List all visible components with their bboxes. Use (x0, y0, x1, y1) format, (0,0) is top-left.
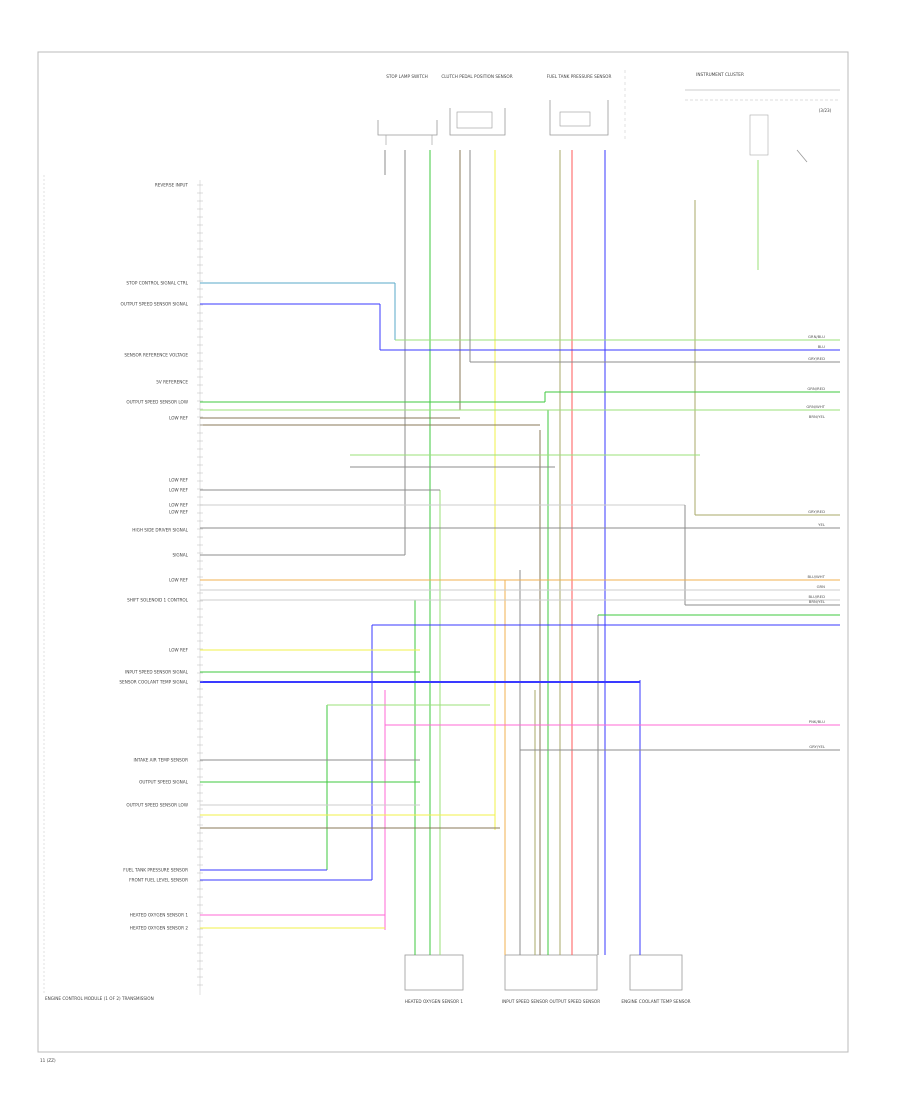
right-wire-label: BLU (818, 344, 826, 349)
ecm-pin-label: OUTPUT SPEED SENSOR SIGNAL (120, 302, 188, 307)
ecm-pin-label: OUTPUT SPEED SIGNAL (139, 780, 189, 785)
right-wire-label: GRN/RED (807, 386, 825, 391)
right-wire-label: GRN (817, 584, 826, 589)
right-wire-label: BRN/YEL (809, 414, 826, 419)
ecm-pin-label: LOW REF (169, 488, 189, 493)
footer-code: 11 (ZZ) (40, 1058, 56, 1063)
ecm-pin-label: LOW REF (169, 503, 189, 508)
bottom-label-oxygen: HEATED OXYGEN SENSOR 1 (405, 999, 464, 1004)
right-wire-label: YEL (818, 522, 826, 527)
ecm-pin-label: INTAKE AIR TEMP SENSOR (133, 758, 188, 763)
ecm-pin-label: LOW REF (169, 510, 189, 515)
right-wire-label: BRN/YEL (809, 599, 826, 604)
ecm-pin-label: SIGNAL (173, 553, 189, 558)
ecm-pin-label: LOW REF (169, 478, 189, 483)
top-component-stop-lamp (377, 120, 438, 145)
top-label-fuel-tank: FUEL TANK PRESSURE SENSOR (547, 74, 612, 79)
bottom-label-speed-sensors: INPUT SPEED SENSOR OUTPUT SPEED SENSOR (502, 999, 600, 1004)
ecm-pin-label: LOW REF (169, 648, 189, 653)
ecm-pin-label: FUEL TANK PRESSURE SENSOR (123, 868, 188, 873)
right-wire-label: GRN/BLU (808, 334, 825, 339)
bottom-component-oxygen-sensor (404, 954, 464, 991)
ecm-pin-label: SENSOR REFERENCE VOLTAGE (124, 353, 188, 358)
right-wire-label: GRY/RED (808, 509, 825, 514)
vertical-wires (326, 150, 759, 955)
top-right-code: (3/23) (819, 108, 832, 113)
ecm-pin-label: HEATED OXYGEN SENSOR 2 (130, 926, 189, 931)
ecm-pin-label: REVERSE INPUT (155, 183, 189, 188)
right-wire-label: BLU/WHT (807, 574, 825, 579)
top-label-clutch: CLUTCH PEDAL POSITION SENSOR (441, 74, 512, 79)
right-wire-label: PNK/BLU (809, 719, 825, 724)
right-wire-label: GRN/WHT (806, 404, 825, 409)
ecm-pin-label: OUTPUT SPEED SENSOR LOW (126, 400, 188, 405)
right-wire-label: GRY/RED (808, 356, 825, 361)
right-wire-label: GRY/YEL (809, 744, 826, 749)
ecm-pin-label: OUTPUT SPEED SENSOR LOW (126, 803, 188, 808)
diagram-frame (37, 51, 849, 1053)
ecm-pin-label: HEATED OXYGEN SENSOR 1 (130, 913, 189, 918)
ecm-pin-label: HIGH SIDE DRIVER SIGNAL (132, 528, 188, 533)
bottom-component-coolant-temp (629, 954, 683, 991)
ecm-pin-label: LOW REF (169, 416, 189, 421)
top-component-instrument-cluster (624, 70, 840, 163)
ecm-pin-labels: REVERSE INPUT STOP CONTROL SIGNAL CTRL OUT… (119, 183, 188, 931)
top-component-fuel-tank-pressure (549, 100, 609, 136)
ecm-pin-label: STOP CONTROL SIGNAL CTRL (126, 281, 188, 286)
top-label-instrument-cluster: INSTRUMENT CLUSTER (696, 72, 744, 77)
bottom-component-speed-sensors (504, 954, 598, 991)
connector-pin-ticks (197, 184, 203, 986)
ecm-pin-label: INPUT SPEED SENSOR SIGNAL (125, 670, 189, 675)
ecm-pin-label: SHIFT SOLENOID 1 CONTROL (127, 598, 189, 603)
frame-title: ENGINE CONTROL MODULE (1 OF 2) TRANSMISS… (45, 996, 154, 1001)
ecm-pin-label: FRONT FUEL LEVEL SENSOR (129, 878, 188, 883)
bottom-label-coolant: ENGINE COOLANT TEMP SENSOR (621, 999, 690, 1004)
ecm-pin-label: LOW REF (169, 578, 189, 583)
ecm-pin-label: 5V REFERENCE (156, 380, 188, 385)
top-component-clutch (449, 108, 506, 136)
right-wire-label: BLU/RED (808, 594, 825, 599)
right-wire-labels: GRN/BLU BLU GRY/RED GRN/RED GRN/WHT BRN/YEL GR… (806, 334, 826, 749)
horizontal-wires (200, 282, 840, 929)
top-label-stop-lamp: STOP LAMP SWITCH (386, 74, 428, 79)
ecm-pin-label: SENSOR COOLANT TEMP SIGNAL (119, 680, 188, 685)
